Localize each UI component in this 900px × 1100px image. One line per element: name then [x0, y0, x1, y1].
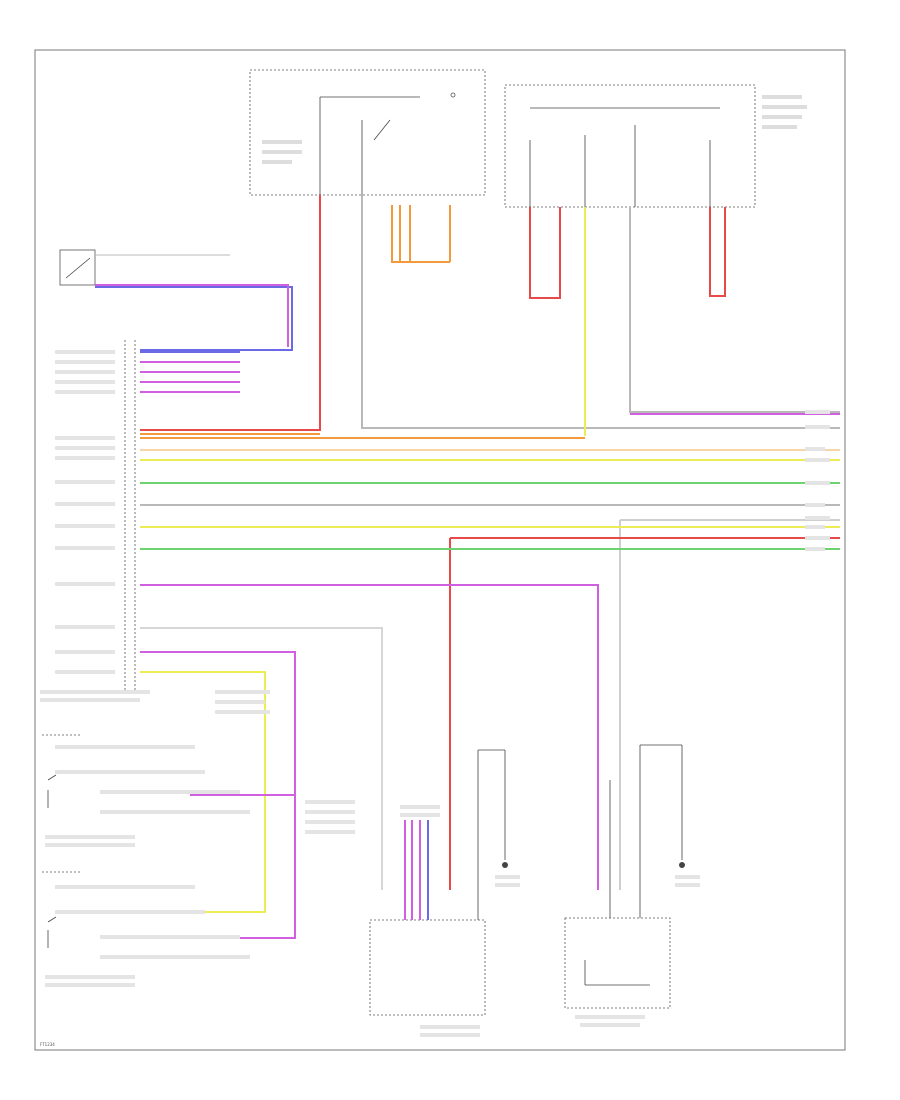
- wire-yellow-switch: [140, 671, 266, 913]
- door-switch-passenger: [42, 871, 250, 987]
- door-switch-driver: [42, 734, 250, 847]
- footer-code: FT1234: [40, 1042, 55, 1047]
- wire-orange-bundle: [391, 205, 451, 263]
- wire-gray-switch: [140, 627, 383, 890]
- switch-top-left: [59, 249, 293, 351]
- mirror-control-switch: [369, 749, 508, 1037]
- wire-violet-down: [140, 584, 599, 890]
- wire-gray-bus-2: [619, 519, 840, 890]
- wire-end-labels: [805, 410, 830, 551]
- wire-red-left: [140, 195, 321, 431]
- fuse-box-right: [504, 84, 807, 208]
- diagram-border: [34, 49, 846, 1051]
- wire-red-loop: [529, 207, 561, 299]
- fuse-box-left: [249, 69, 486, 196]
- wire-red-right: [709, 207, 726, 297]
- wire-gray-right: [629, 207, 840, 413]
- wire-gray-left: [361, 195, 840, 429]
- module-connector-column: [40, 340, 150, 702]
- wire-red-bus: [449, 537, 840, 890]
- mirror-module: [564, 744, 685, 1027]
